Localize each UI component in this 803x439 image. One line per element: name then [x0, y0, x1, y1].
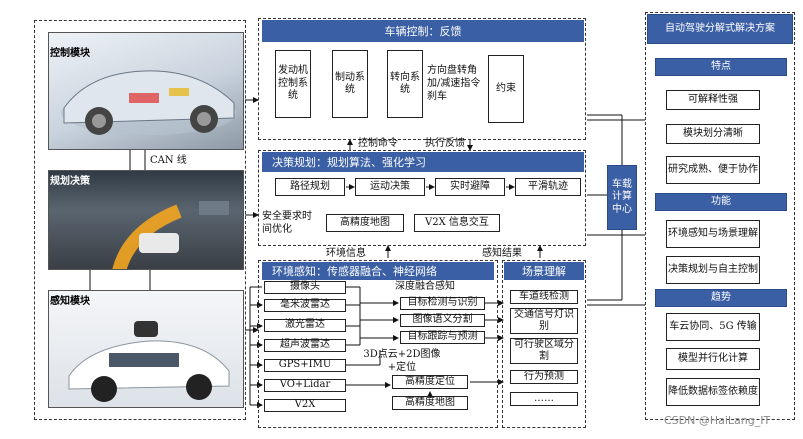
feature-interpretable: 可解释性强	[666, 90, 760, 110]
perception-result-label: 感知结果	[482, 248, 522, 261]
solution-header: 自动驾驶分解式解决方案	[647, 14, 793, 44]
perception-module-label: 感知模块	[50, 292, 90, 307]
feature-mature: 研究成熟、便于协作	[666, 156, 760, 184]
trend-cloud: 车云协同、5G 传输	[666, 313, 760, 341]
behavior-prediction-box: 行为预测	[510, 370, 578, 384]
lane-detection-box: 车道线检测	[510, 290, 578, 304]
more-items-box: ……	[510, 392, 578, 406]
watermark: CSDN @HaiLang_IT	[664, 414, 770, 427]
v2x-box: V2X 信息交互	[414, 214, 500, 232]
safety-optimization-text: 安全要求时间优化	[262, 210, 312, 236]
sensor-lidar: 激光雷达	[264, 319, 346, 332]
scene-header: 场景理解	[504, 262, 584, 280]
sensor-car-icon	[49, 291, 244, 408]
trend-header: 趋势	[655, 289, 787, 307]
sensor-v2x: V2X	[264, 399, 346, 412]
hd-localization-box: 高精度定位	[392, 375, 468, 389]
vehicle-control-header: 车辆控制：反馈	[262, 20, 584, 42]
function-perception: 环境感知与场景理解	[666, 220, 760, 248]
engine-control-box: 发动机控制系统	[275, 50, 311, 118]
sensor-gps-imu: GPS+IMU	[264, 359, 346, 372]
decision-header: 决策规划：规划算法、强化学习	[262, 152, 584, 172]
smooth-trajectory-box: 平滑轨迹	[515, 178, 581, 196]
function-header: 功能	[655, 193, 787, 211]
sensor-vo-lidar: VO+Lidar	[264, 379, 346, 392]
sensor-camera: 摄像头	[264, 281, 346, 294]
control-module-label: 控制模块	[50, 44, 90, 59]
trend-parallel: 模型并行化计算	[666, 348, 760, 370]
obstacle-avoid-box: 实时避障	[435, 178, 505, 196]
deep-fusion-label: 深度融合感知	[380, 281, 470, 294]
execution-feedback-label: 执行反馈	[425, 138, 465, 151]
steering-system-box: 转向系统	[387, 50, 423, 118]
brake-system-box: 制动系统	[332, 50, 368, 118]
semantic-seg-box: 图像语义分割	[400, 314, 485, 327]
planning-label: 规划决策	[50, 172, 90, 187]
perception-car-image	[48, 290, 244, 408]
feature-modular: 模块划分清晰	[666, 124, 760, 144]
traffic-light-box: 交通信号灯识别	[510, 308, 578, 334]
motion-decision-box: 运动决策	[355, 178, 425, 196]
env-info-label: 环境信息	[326, 248, 366, 261]
hd-map-perception-box: 高精度地图	[392, 396, 468, 410]
constraint-box: 约束	[488, 55, 524, 123]
drivable-area-box: 可行驶区域分割	[510, 338, 578, 364]
onboard-compute-center: 车载计算中心	[607, 165, 637, 230]
features-header: 特点	[655, 58, 787, 76]
trend-label-dependency: 降低数据标签依赖度	[666, 378, 760, 406]
object-detection-box: 目标检测与识别	[400, 297, 485, 310]
function-control: 决策规划与自主控制	[666, 256, 760, 284]
sensor-mmwave-radar: 毫米波雷达	[264, 299, 346, 312]
sensor-ultrasonic: 超声波雷达	[264, 339, 346, 352]
control-command-label: 控制命令	[358, 138, 398, 151]
pointcloud-fusion-text: 3D点云+2D图像+定位	[362, 349, 442, 374]
path-planning-box: 路径规划	[275, 178, 345, 196]
object-tracking-box: 目标跟踪与预测	[400, 331, 485, 344]
can-bus-label: CAN 线	[150, 155, 187, 168]
perception-header: 环境感知：传感器融合、神经网络	[262, 262, 494, 280]
hd-map-box: 高精度地图	[326, 214, 404, 232]
control-command-text: 方向盘转角加/减速指令刹车	[427, 64, 489, 103]
